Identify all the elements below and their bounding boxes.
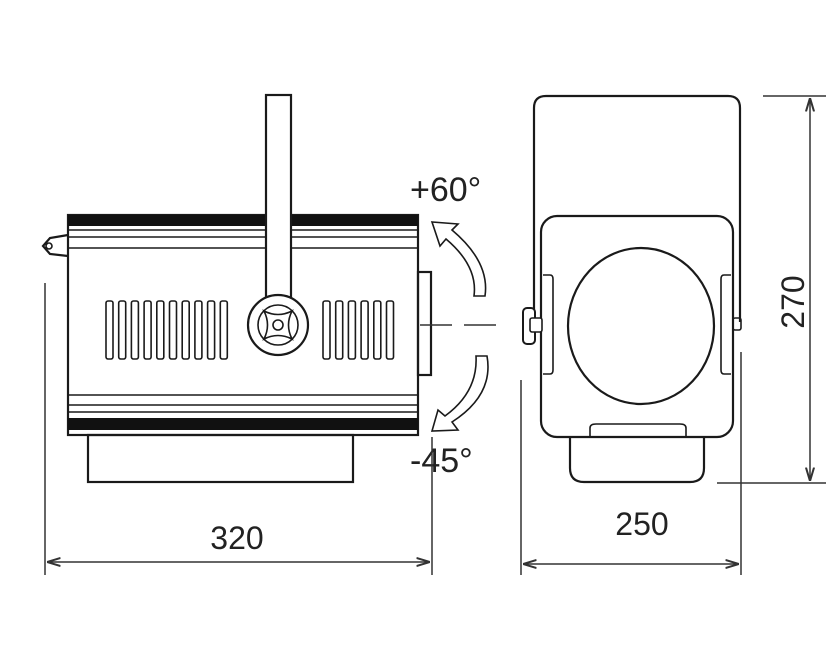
vent-slot [372, 300, 382, 360]
vent-slot [219, 300, 229, 360]
vent-slot [105, 300, 114, 360]
vent-slot [322, 300, 331, 360]
length-label: 320 [210, 520, 263, 556]
width-dimension: 250 [520, 352, 742, 575]
width-label: 250 [615, 506, 668, 542]
vent-slot [360, 300, 369, 360]
mounting-ear [41, 233, 69, 258]
tilt-lock-knob [522, 307, 543, 345]
vent-slot [206, 300, 216, 360]
body [66, 213, 420, 437]
vent-slot [181, 300, 190, 360]
front-lens [566, 246, 716, 406]
vent-slot [117, 300, 127, 360]
tilt-down-arrow-icon [430, 355, 489, 432]
length-dimension: 320 [44, 283, 433, 575]
vent-slot [130, 300, 140, 360]
vent-slot [334, 300, 344, 360]
side-view: +60° -45° 320 [41, 93, 500, 575]
vent-slot [143, 300, 152, 360]
vent-slot [156, 300, 165, 360]
height-label: 270 [775, 275, 811, 328]
vent-slot [347, 300, 357, 360]
tilt-down-label: -45° [410, 442, 473, 480]
vent-slots-left [105, 300, 229, 360]
front-view: 250 270 [520, 94, 826, 575]
tilt-up-arrow-icon [430, 221, 487, 297]
vent-slots-right [322, 300, 395, 360]
front-flange [416, 270, 433, 377]
vent-slot [385, 300, 395, 360]
side-straps [543, 274, 742, 375]
vent-slot [168, 300, 178, 360]
lens-housing [86, 433, 355, 484]
tilt-up-label: +60° [410, 171, 481, 209]
vent-slot [194, 300, 203, 360]
lens-housing-front [568, 423, 706, 484]
yoke-bracket [532, 94, 742, 325]
yoke-handle [246, 93, 310, 357]
height-dimension: 270 [717, 95, 826, 484]
